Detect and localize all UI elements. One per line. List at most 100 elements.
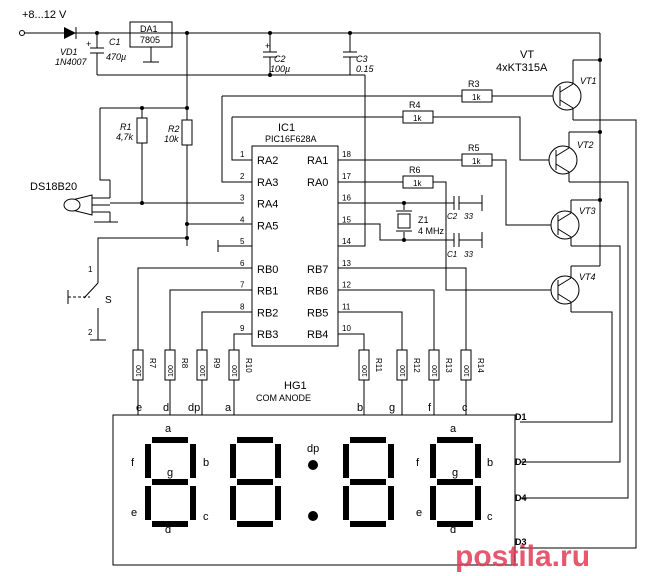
vt-part: 4xKT315A	[496, 62, 548, 74]
segment-resistor-ref: R12	[412, 358, 421, 373]
ic1-pin-number: 3	[240, 194, 245, 203]
ic1-pin-name: RA3	[257, 177, 278, 189]
ic1-pin-number: 6	[240, 259, 245, 268]
svg-text:1N4007: 1N4007	[55, 57, 88, 67]
segment-input-label: b	[357, 402, 363, 414]
ic1-pin-number: 17	[342, 172, 351, 181]
capacitor-c3: C3 0.15	[343, 33, 375, 75]
svg-text:c: c	[203, 511, 209, 523]
svg-text:33: 33	[464, 250, 473, 259]
diode-vd1: VD1 1N4007	[55, 27, 88, 67]
transistor-vt2: VT2	[548, 131, 600, 182]
segment-input-label: d	[163, 402, 169, 414]
svg-text:C3: C3	[356, 54, 368, 64]
ic1-pin-name: RA2	[257, 155, 278, 167]
supply-label: +8...12 V	[22, 9, 67, 21]
svg-text:+: +	[86, 39, 91, 49]
segment-input-label: a	[225, 402, 232, 414]
svg-text:g: g	[167, 467, 173, 479]
ic1-pin-number: 15	[342, 215, 351, 224]
ic1-pin-name: RB3	[257, 329, 278, 341]
svg-text:4,7k: 4,7k	[116, 132, 134, 142]
svg-text:g: g	[452, 467, 458, 479]
display-ref: HG1	[284, 380, 307, 392]
svg-text:D3: D3	[515, 537, 527, 547]
decimal-point: dp	[307, 443, 319, 521]
ic1-part: PIC16F628A	[265, 134, 317, 144]
svg-text:DA1: DA1	[140, 24, 158, 34]
svg-text:7805: 7805	[140, 35, 160, 45]
svg-text:c: c	[487, 511, 493, 523]
svg-text:d: d	[450, 524, 456, 536]
segment-resistor-value: 100	[464, 365, 471, 377]
transistor-vt3: VT3	[550, 199, 600, 246]
regulator-da1: DA1 7805	[129, 21, 173, 63]
svg-text:f: f	[131, 457, 135, 469]
ic1-pin-name: RB2	[257, 307, 278, 319]
svg-text:f: f	[416, 457, 420, 469]
svg-text:VT1: VT1	[580, 76, 597, 86]
transistor-vt4: VT4	[550, 240, 601, 312]
svg-text:postila.ru: postila.ru	[455, 540, 590, 573]
ic1-pin-name: RB0	[257, 264, 278, 276]
svg-text:b: b	[203, 457, 209, 469]
ic1-pin-name: RA0	[307, 177, 328, 189]
transistor-section: VT 4xKT315A VT1 VT2	[496, 33, 637, 549]
svg-text:dp: dp	[307, 443, 319, 455]
segment-resistor-value: 100	[432, 365, 439, 377]
segment-input-label: dp	[188, 402, 200, 414]
ic1-pin-name: RA4	[257, 199, 278, 211]
svg-text:C2: C2	[274, 54, 286, 64]
svg-text:R4: R4	[409, 100, 421, 110]
svg-text:1: 1	[88, 265, 93, 274]
svg-text:1k: 1k	[413, 179, 422, 188]
svg-text:C2: C2	[447, 212, 458, 221]
svg-text:2: 2	[88, 328, 93, 337]
ic1-pin-number: 11	[342, 302, 351, 311]
svg-text:R2: R2	[168, 124, 180, 134]
segment-resistor-ref: R9	[212, 358, 221, 369]
svg-text:33: 33	[464, 212, 473, 221]
vt-ref: VT	[520, 49, 534, 61]
segment-resistor-ref: R10	[244, 358, 253, 373]
svg-text:0.15: 0.15	[356, 64, 375, 74]
svg-text:100µ: 100µ	[270, 64, 290, 74]
segment-resistor-value: 100	[400, 365, 407, 377]
base-resistors: 1k R3 1k R4 1k R5 1k R6	[222, 79, 553, 291]
ic1-pin-number: 16	[342, 194, 351, 203]
svg-text:D1: D1	[515, 412, 527, 422]
resistor-r2: R2 10k	[164, 119, 193, 246]
ic1-pins: 1RA22RA33RA44RA556RB07RB18RB29RB318RA117…	[240, 150, 351, 341]
ic1-pin-number: 1	[240, 150, 245, 159]
power-section: +8...12 V VD1 1N4007 + C1 470µ DA1 7805	[19, 9, 600, 77]
segment-resistor-value: 100	[362, 365, 369, 377]
svg-text:VT3: VT3	[579, 206, 596, 216]
transistor-vt1: VT1	[552, 59, 600, 120]
ic1-pin-number: 12	[342, 281, 351, 290]
svg-text:b: b	[487, 457, 493, 469]
ic1-pin-number: 2	[240, 172, 245, 181]
ic1-pin-number: 7	[240, 281, 245, 290]
svg-text:e: e	[416, 507, 422, 519]
segment-input-label: e	[136, 402, 142, 414]
ic1: IC1 PIC16F628A 1RA22RA33RA44RA556RB07RB1…	[187, 75, 366, 347]
segment-resistor-value: 100	[200, 365, 207, 377]
svg-text:R1: R1	[120, 122, 132, 132]
svg-text:D4: D4	[515, 493, 527, 503]
svg-text:C1: C1	[109, 37, 121, 47]
svg-text:1k: 1k	[472, 93, 481, 102]
capacitor-c2: + C2 100µ	[263, 33, 290, 75]
segment-resistor-value: 100	[168, 365, 175, 377]
svg-text:e: e	[131, 507, 137, 519]
ic1-pin-name: RB6	[307, 286, 328, 298]
ic1-pin-name: RB7	[307, 264, 328, 276]
ic1-pin-number: 13	[342, 259, 351, 268]
resistor-r1: R1 4,7k	[116, 108, 148, 203]
watermark: postila.ru	[455, 540, 590, 573]
svg-text:a: a	[450, 423, 457, 435]
svg-text:a: a	[165, 423, 172, 435]
ic1-pin-number: 4	[240, 215, 245, 224]
